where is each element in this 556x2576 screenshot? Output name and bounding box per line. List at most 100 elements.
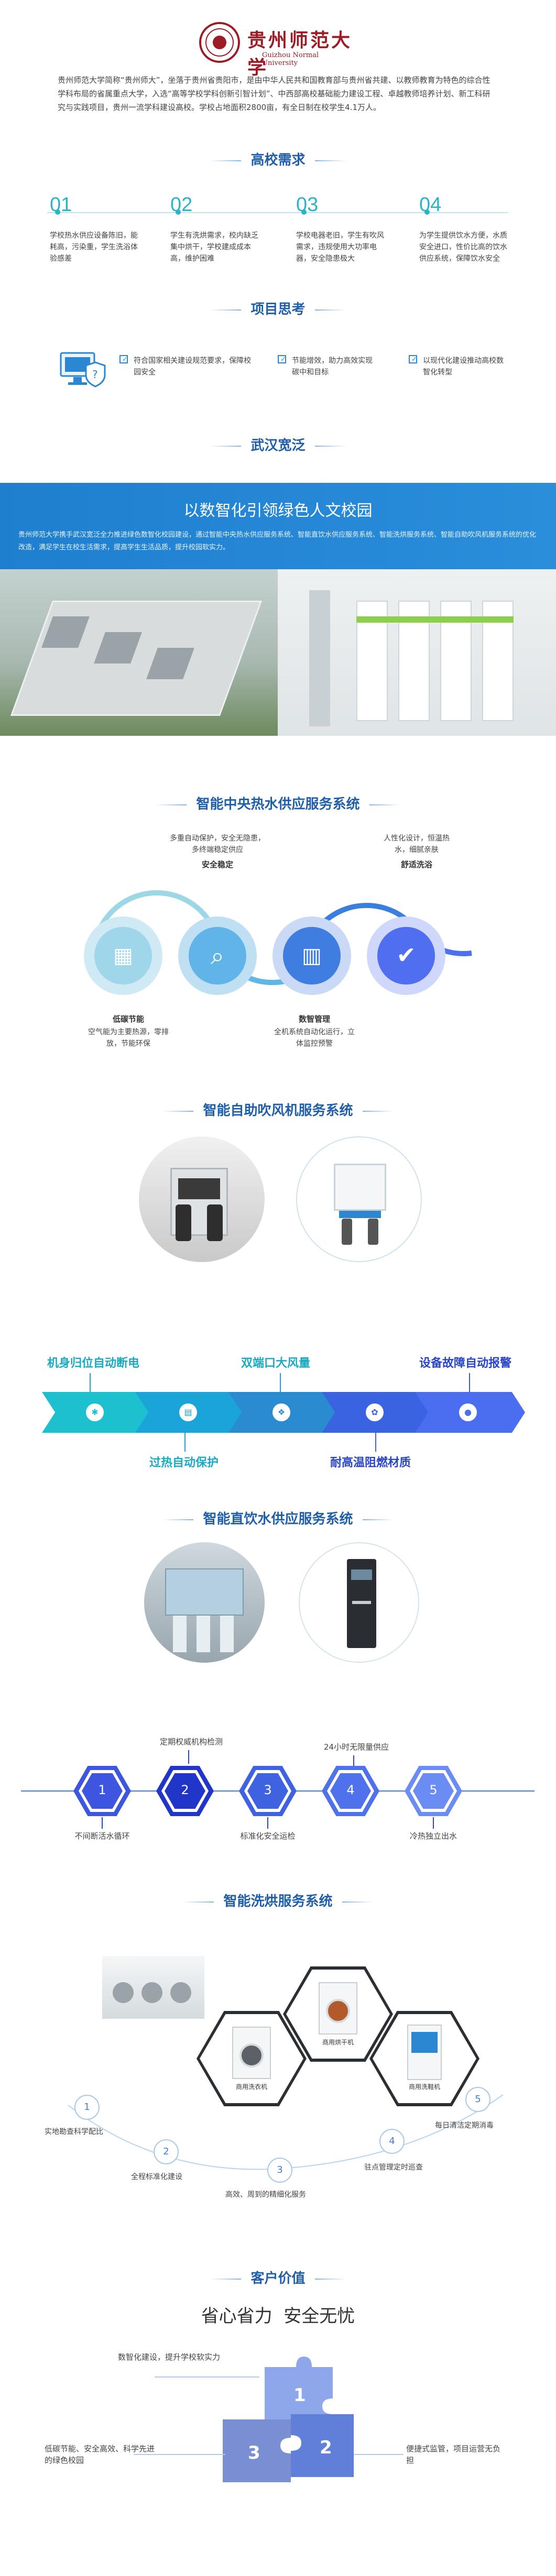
- section-title-wuhan: 武汉宽泛: [0, 435, 556, 454]
- fan-icon: ❖: [272, 1403, 290, 1421]
- blue-banner: 以数智化引领绿色人文校园 贵州师范大学携手武汉宽泛全力推进绿色数智化校园建设，通…: [0, 483, 556, 569]
- shoe-washer-label: 商用洗鞋机: [408, 2083, 440, 2091]
- document-icon: ▤: [179, 1403, 197, 1421]
- section-title-water: 智能直饮水供应服务系统: [0, 1508, 556, 1528]
- washer-label: 商用洗衣机: [235, 2083, 267, 2091]
- needs-text-2: 学生有洗烘需求，校内缺乏集中烘干，学校建成成本高，维护困难: [170, 231, 258, 263]
- hotwater-top2-label: 舒适洗浴: [400, 860, 432, 869]
- needs-text-3: 学校电器老旧，学生有吹风需求，违规使用大功率电器，安全隐患极大: [296, 231, 384, 263]
- puzzle-num-2: 2: [320, 2437, 332, 2458]
- water-hex-4: 4: [322, 1766, 379, 1816]
- feature-dot-icon: [469, 1373, 470, 1392]
- thinking-item-3: ✓ 以现代化建设推动高校数智化转型: [409, 355, 514, 378]
- value-line-2: [354, 2454, 404, 2455]
- water-treatment-photo: [144, 1542, 265, 1663]
- feature-dot-icon: [267, 1817, 268, 1829]
- laundry-step-circle-2: 2: [154, 2139, 179, 2164]
- needs-item-4: 04 为学生提供饮水方便，水质安全进口，性价比高的饮水供应系统，保障饮水安全: [419, 194, 524, 264]
- laundry-step-text-4: 驻点管理定时巡查: [364, 2163, 423, 2172]
- timeline-dot-icon: [424, 209, 430, 215]
- laundry-step-num-1: 1: [84, 2102, 90, 2113]
- laundry-step-text-2: 全程标准化建设: [131, 2173, 182, 2181]
- checkbox-icon: ✓: [119, 355, 128, 363]
- laundry-step-circle-4: 4: [379, 2129, 405, 2154]
- intro-paragraph: 贵州师范大学简称“贵州师大”，坐落于贵州省贵阳市，是由中华人民共和国教育部与贵州…: [58, 75, 490, 112]
- building-aerial-photo: [0, 569, 278, 736]
- water-bottom-label-1: 不间断活水循环: [74, 1831, 130, 1841]
- water-heater-icon: ▦: [94, 927, 152, 985]
- thinking-item-1: ✓ 符合国家相关建设规范要求，保障校园安全: [119, 355, 256, 378]
- puzzle-graphic: 1 2 3: [207, 2346, 369, 2487]
- feature-dot-icon: [102, 1817, 103, 1829]
- section-title-hotwater: 智能中央热水供应服务系统: [0, 793, 556, 813]
- laundry-step-num-3: 3: [277, 2164, 283, 2175]
- laundry-step-text-1: 实地勘查科学配比: [45, 2128, 103, 2136]
- alarm-icon: ●: [459, 1403, 477, 1421]
- needs-num-1: 01: [50, 194, 72, 216]
- laundry-step-num-4: 4: [389, 2136, 395, 2147]
- section-title-needs: 高校需求: [0, 149, 556, 169]
- needs-num-4: 04: [419, 194, 442, 216]
- feature-fault-alarm: 设备故障自动报警: [419, 1357, 512, 1370]
- water-hex-num-2: 2: [181, 1783, 189, 1797]
- value-text-1: 数智化建设，提升学校软实力: [118, 2352, 221, 2362]
- search-icon: ⌕: [189, 927, 246, 985]
- water-hex-num-4: 4: [346, 1783, 355, 1797]
- banner-title: 以数智化引领绿色人文校园: [183, 502, 373, 520]
- laundry-step-text-5: 每日清洁定期消毒: [435, 2121, 494, 2130]
- water-hex-num-3: 3: [264, 1783, 272, 1797]
- needs-item-2: 02 学生有洗烘需求，校内缺乏集中烘干，学校建成成本高，维护困难: [170, 194, 275, 264]
- logo-subtitle: Guizhou Normal University: [262, 51, 319, 67]
- water-bottom-label-3: 冷热独立出水: [409, 1831, 457, 1841]
- water-dispenser-photo: [299, 1542, 419, 1663]
- arrow-segment-2: ▤: [135, 1392, 245, 1433]
- section-title-laundry: 智能洗烘服务系统: [0, 1890, 556, 1910]
- water-top-label-2: 24小时无限量供应: [323, 1742, 389, 1752]
- feature-overheat-protect: 过热自动保护: [149, 1456, 219, 1469]
- value-line-1: [155, 2376, 259, 2378]
- water-hex-2: 2: [156, 1766, 214, 1816]
- water-bottom-label-2: 标准化安全运检: [240, 1831, 296, 1841]
- arrow-segment-3: ❖: [228, 1392, 339, 1433]
- water-hex-num-1: 1: [98, 1783, 106, 1797]
- needs-item-3: 03 学校电器老旧，学生有吹风需求，违规使用大功率电器，安全隐患极大: [296, 194, 401, 264]
- section-title-value: 客户价值: [0, 2268, 556, 2287]
- checkbox-icon: ✓: [409, 355, 417, 363]
- washer-hex: 商用洗衣机: [197, 2011, 307, 2106]
- water-hex-3: 3: [239, 1766, 297, 1816]
- hotwater-circle-3: ▥: [272, 916, 351, 995]
- arrow-segment-5: ●: [415, 1392, 525, 1433]
- feature-dual-port: 双端口大风量: [241, 1357, 311, 1370]
- timeline-dot-icon: [301, 209, 307, 215]
- university-logo: 贵州师范大学 Guizhou Normal University: [199, 20, 356, 79]
- needs-timeline-line: [47, 212, 508, 213]
- hot-water-room-photo: [278, 569, 556, 736]
- hotwater-circle-4: ✔: [367, 916, 445, 995]
- shield-check-icon: ✔: [377, 927, 435, 985]
- hotwater-bot1-desc: 空气能为主要热源，零排放，节能环保: [88, 1028, 169, 1048]
- feature-dot-icon: [353, 1755, 354, 1769]
- hairdryer-photo-1: [139, 1136, 265, 1262]
- section-title-hairdryer: 智能自助吹风机服务系统: [0, 1100, 556, 1119]
- dryer-label: 商用烘干机: [322, 2039, 354, 2046]
- hotwater-circle-2: ⌕: [178, 916, 257, 995]
- needs-text-4: 为学生提供饮水方便，水质安全进口，性价比高的饮水供应系统，保障饮水安全: [419, 231, 507, 263]
- hotwater-top1-desc: 多重自动保护，安全无隐患，多终端稳定供应: [170, 834, 265, 854]
- feature-flame-retardant: 耐高温阻燃材质: [330, 1456, 411, 1469]
- water-hex-5: 5: [405, 1766, 462, 1816]
- university-emblem-icon: [199, 22, 240, 63]
- laundry-step-circle-5: 5: [465, 2087, 490, 2112]
- thinking-text-2: 节能增效，助力高效实现碳中和目标: [292, 357, 373, 377]
- hotwater-bot2-desc: 全机系统自动化运行，立体监控预警: [274, 1028, 355, 1048]
- needs-text-1: 学校热水供应设备陈旧，能耗高，污染重，学生洗浴体验感差: [50, 231, 138, 263]
- feature-dot-icon: [375, 1433, 376, 1452]
- water-hex-num-5: 5: [429, 1783, 438, 1797]
- section-title-thinking: 项目思考: [0, 298, 556, 318]
- logo-text: 贵州师范大学: [247, 29, 353, 79]
- value-line-3: [134, 2454, 225, 2455]
- feature-dot-icon: [90, 1373, 91, 1392]
- laundry-step-circle-1: 1: [74, 2095, 100, 2120]
- hotwater-top2-desc: 人性化设计，恒温热水，细腻亲肤: [384, 834, 450, 854]
- puzzle-num-1: 1: [293, 2385, 306, 2406]
- feature-auto-power-off: 机身归位自动断电: [47, 1357, 140, 1370]
